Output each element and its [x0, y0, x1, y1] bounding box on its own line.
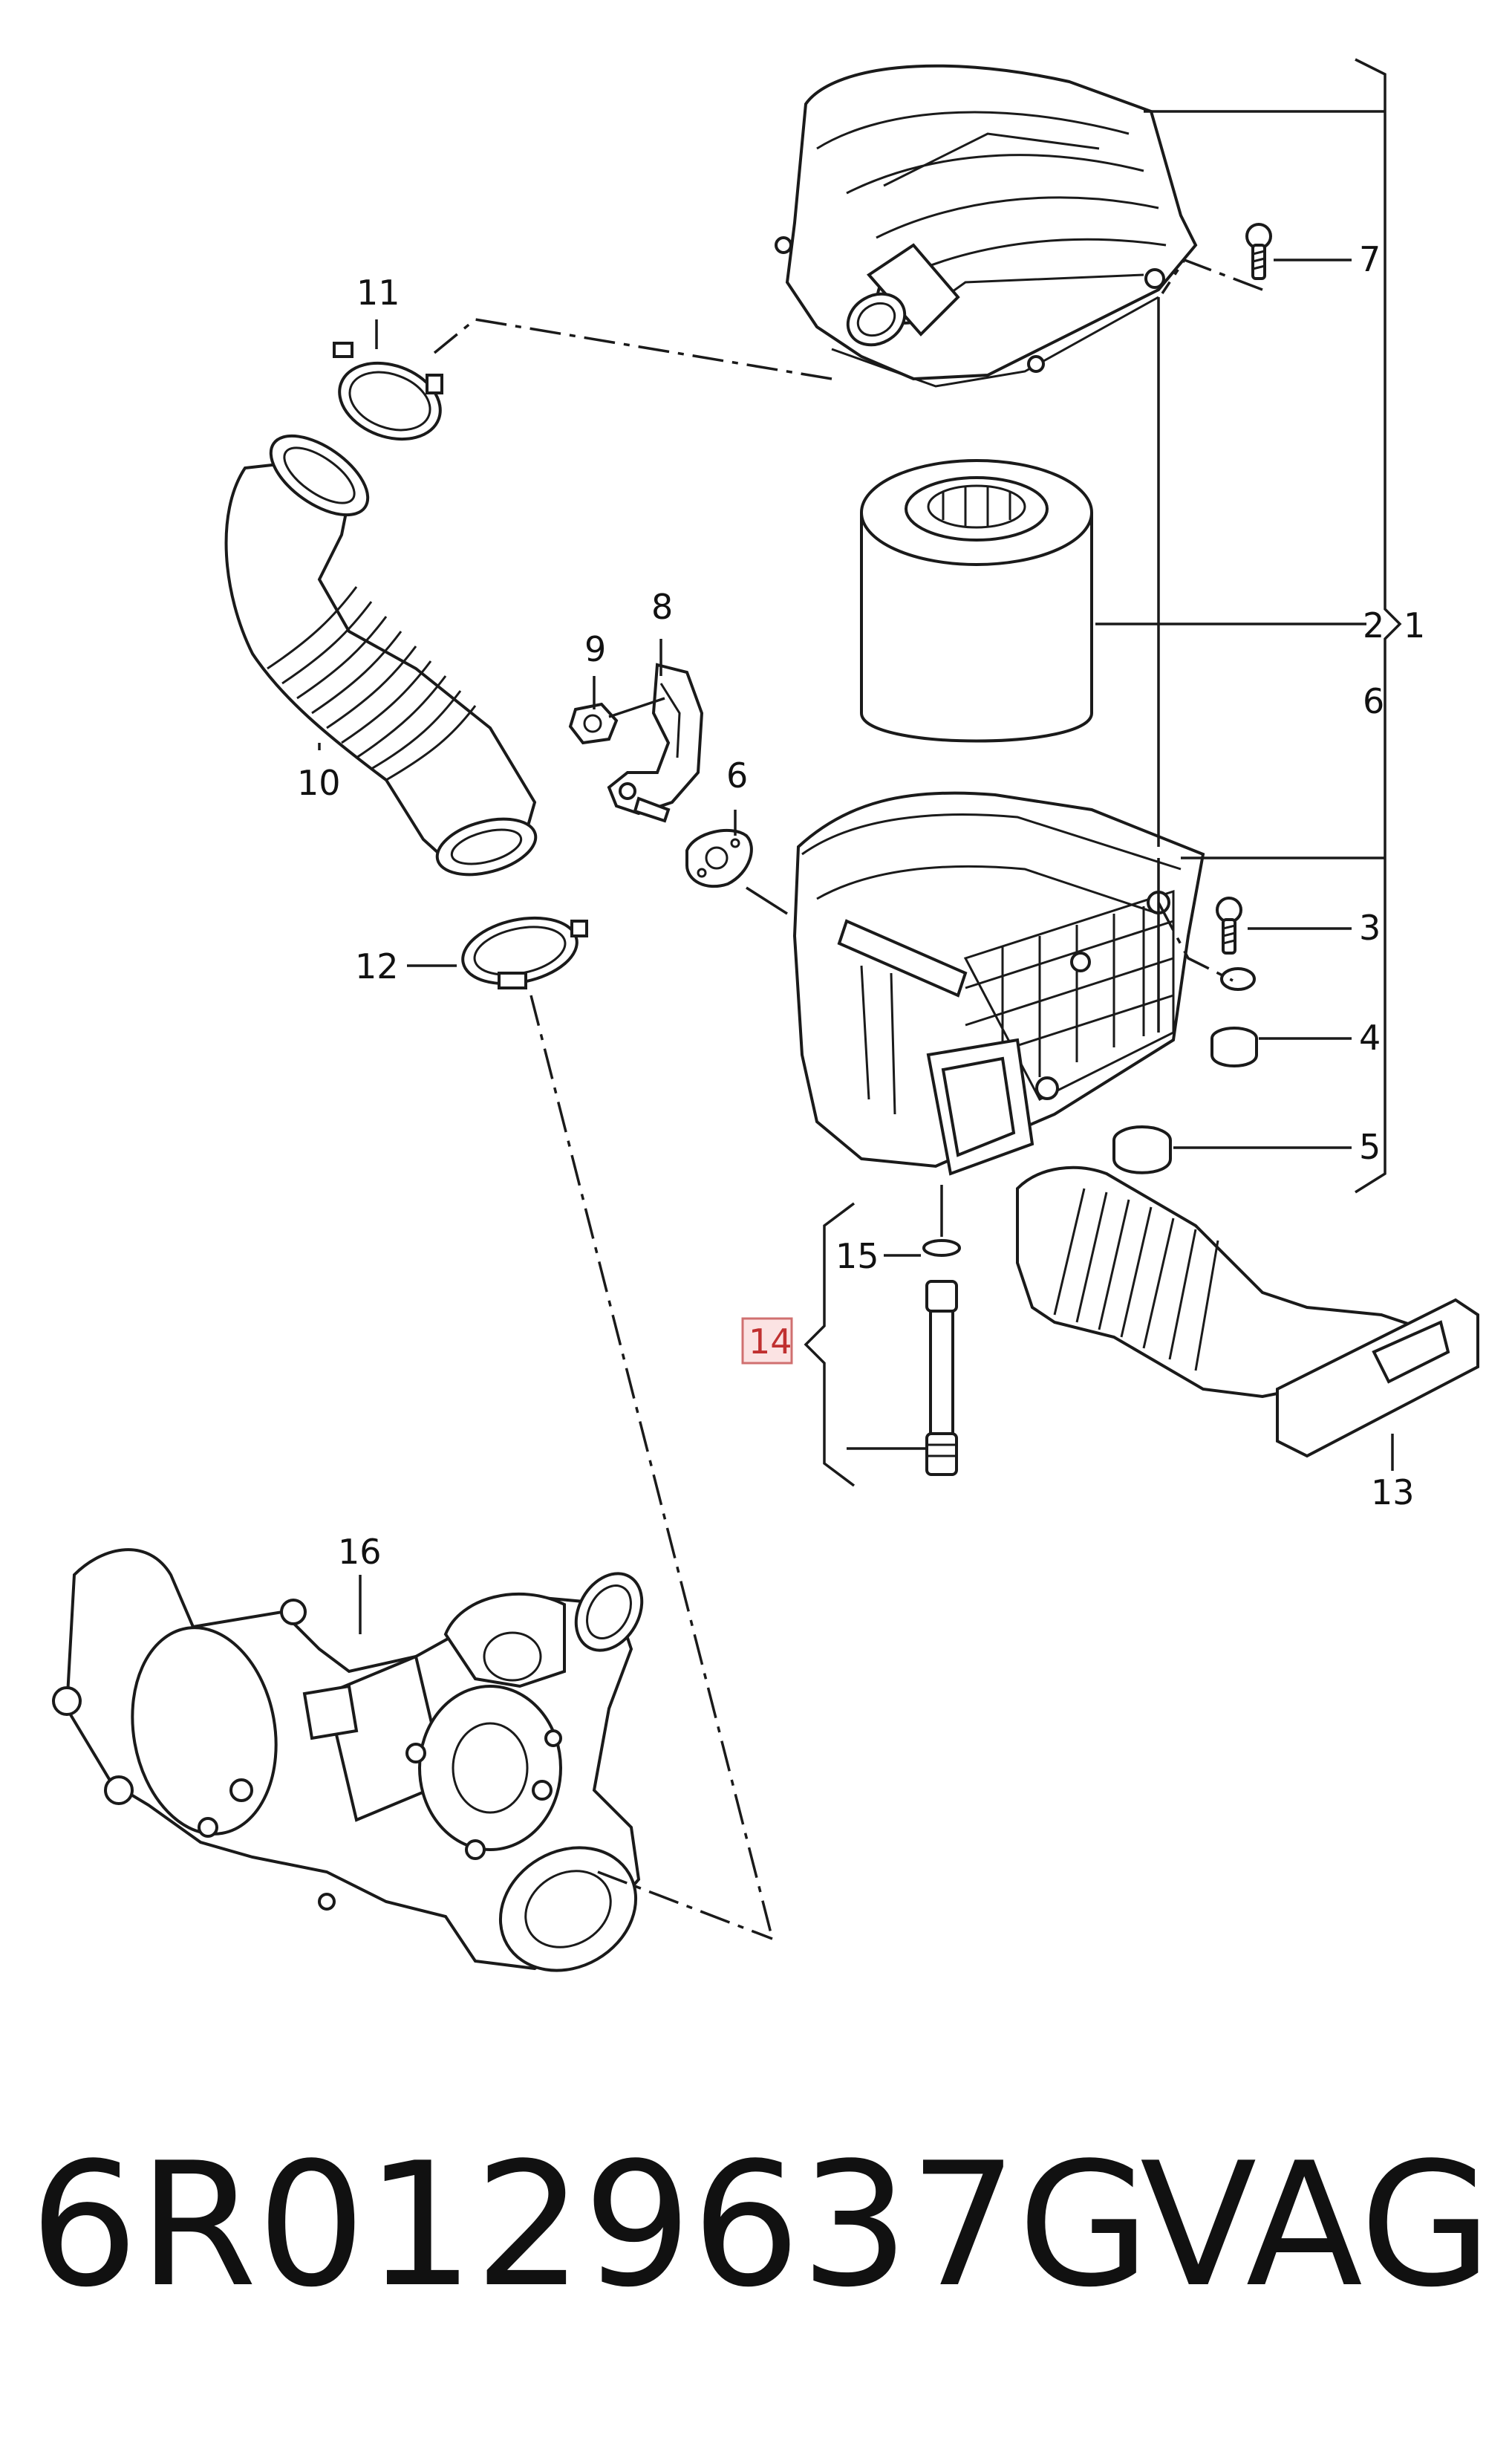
bolt-3 — [1216, 897, 1256, 991]
callout-15: 15 — [835, 1236, 879, 1276]
callout-16: 16 — [338, 1532, 382, 1572]
callout-12: 12 — [355, 946, 399, 986]
callout-6-gasket: 6 — [726, 755, 748, 796]
callout-6-brace: 6 — [1363, 681, 1384, 721]
callout-4: 4 — [1359, 1018, 1381, 1058]
callout-5: 5 — [1359, 1127, 1381, 1167]
callout-9: 9 — [584, 629, 606, 669]
turbocharger-16 — [52, 1548, 644, 1972]
callout-3: 3 — [1359, 908, 1381, 948]
callout-1: 1 — [1404, 605, 1425, 646]
bracket-brace-1-6 — [1355, 58, 1402, 1194]
rubber-mount-5 — [1112, 1125, 1172, 1174]
callout-2: 2 — [1363, 605, 1384, 646]
drain-pipe-14 — [922, 1239, 961, 1476]
connection-lines — [433, 258, 1263, 1940]
callout-7: 7 — [1359, 239, 1381, 279]
callout-10: 10 — [297, 763, 341, 803]
leader-lines — [318, 110, 1394, 1634]
stud-bolt — [633, 796, 671, 823]
clamp-12 — [461, 916, 588, 989]
intake-hose-10 — [224, 434, 538, 877]
gasket-6 — [685, 829, 753, 888]
bracket-brace-14 — [804, 1202, 856, 1487]
caption: 6R0129637G VAG — [30, 2127, 1492, 2325]
air-filter-cover — [775, 64, 1198, 388]
bracket-8 — [607, 663, 704, 816]
screw-7 — [1245, 223, 1272, 280]
air-filter-housing-lower — [792, 791, 1205, 1176]
callout-14: 14 — [749, 1321, 792, 1362]
part-number: 6R0129637G — [30, 2127, 1150, 2325]
callout-labels: 1 2 3 4 5 6 6 7 8 9 10 11 12 13 14 15 16 — [297, 239, 1425, 1572]
callout-14-highlight — [741, 1317, 793, 1365]
air-filter-element — [860, 459, 1093, 743]
grommet-4 — [1210, 1027, 1258, 1067]
callout-11: 11 — [356, 273, 400, 313]
callout-8: 8 — [651, 587, 673, 627]
brand-name: VAG — [1140, 2127, 1492, 2325]
nut-9 — [568, 702, 619, 745]
callout-13: 13 — [1371, 1472, 1415, 1512]
clamp-11 — [333, 342, 443, 441]
air-duct-13 — [1016, 1166, 1479, 1458]
